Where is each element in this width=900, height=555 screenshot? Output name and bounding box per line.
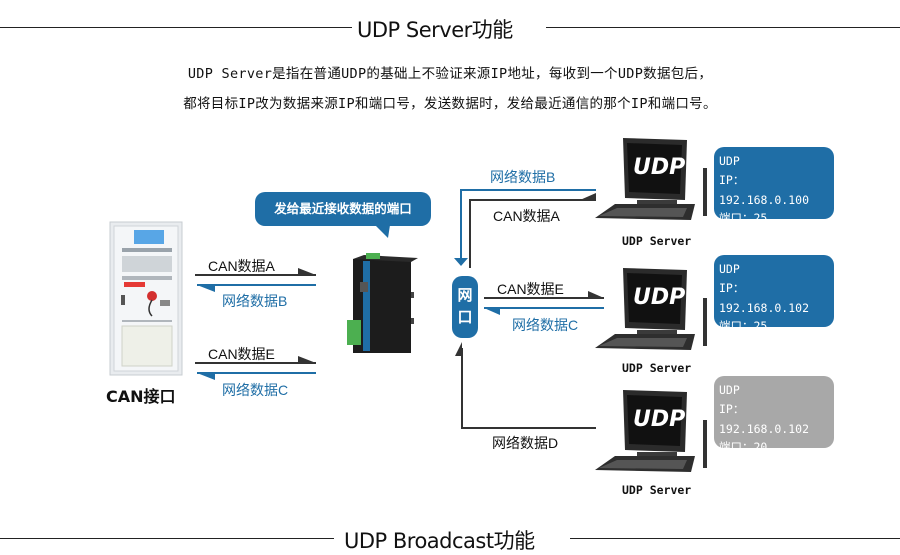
arrow-net-d-to-port — [455, 342, 596, 429]
description-line-1: UDP Server是指在普通UDP的基础上不验证来源IP地址，每收到一个UDP… — [187, 66, 713, 82]
server-1-caption: UDP Server — [622, 234, 692, 248]
arrow-can-e-to-converter — [195, 356, 316, 364]
flow-label-net-d-right: 网络数据D — [492, 435, 559, 451]
server-pc-2-icon — [595, 268, 707, 350]
server-1-ip: IP：192.168.0.100 — [719, 173, 810, 207]
header-rule-left — [0, 27, 352, 28]
network-port-badge: 网 口 — [452, 276, 478, 338]
footer-title: UDP Broadcast功能 — [344, 529, 535, 553]
server-1-info-box: UDP IP：192.168.0.100 端口：25 — [714, 147, 834, 225]
flow-label-net-b-left: 网络数据B — [222, 293, 288, 309]
flow-label-net-c-right: 网络数据C — [512, 317, 579, 333]
server-2-caption: UDP Server — [622, 361, 692, 375]
arrow-can-a-to-server — [469, 193, 596, 268]
arrow-net-b-to-port — [454, 189, 596, 266]
footer-rule-left — [0, 538, 334, 539]
server-2-screen-text: UDP — [633, 285, 686, 310]
page-title: UDP Server功能 — [357, 18, 513, 42]
server-3-screen-text: UDP — [633, 407, 686, 432]
server-2-info-box: UDP IP：192.168.0.102 端口：25 — [714, 255, 834, 333]
flow-label-net-b-right: 网络数据B — [490, 169, 556, 185]
server-2-protocol: UDP — [719, 262, 740, 276]
description-line-2: 都将目标IP改为数据来源IP和端口号，发送数据时，发给最近通信的那个IP和端口号… — [183, 96, 717, 112]
network-port-label-1: 网 — [457, 286, 473, 304]
server-2-ip: IP：192.168.0.102 — [719, 281, 810, 315]
flow-label-can-a-right: CAN数据A — [493, 208, 560, 224]
server-2-port: 端口：25 — [719, 319, 768, 333]
can-converter-device-icon — [347, 253, 418, 353]
flow-label-net-c-left: 网络数据C — [222, 382, 289, 398]
footer-rule-right — [570, 538, 900, 539]
can-cabinet-icon — [109, 221, 183, 376]
server-3-protocol: UDP — [719, 383, 740, 397]
arrow-can-e-to-server — [484, 291, 604, 299]
server-3-caption: UDP Server — [622, 483, 692, 497]
server-1-port: 端口：25 — [719, 211, 768, 225]
arrow-net-c-to-port — [484, 307, 604, 315]
can-interface-caption: CAN接口 — [106, 387, 176, 406]
flow-label-can-e-right: CAN数据E — [497, 281, 564, 297]
arrow-net-b-to-can — [197, 284, 316, 292]
server-3-port: 端口：20 — [719, 440, 768, 454]
header-rule-right — [546, 27, 900, 28]
arrow-can-a-to-converter — [195, 268, 316, 276]
server-pc-1-icon — [595, 138, 707, 220]
converter-callout-bubble: 发给最近接收数据的端口 — [255, 192, 431, 226]
server-1-protocol: UDP — [719, 154, 740, 168]
flow-label-can-a-left: CAN数据A — [208, 258, 275, 274]
server-pc-3-icon — [595, 390, 707, 472]
server-3-ip: IP：192.168.0.102 — [719, 402, 810, 436]
bubble-tail — [375, 225, 390, 238]
network-port-label-2: 口 — [457, 308, 473, 326]
server-1-screen-text: UDP — [633, 155, 686, 180]
arrow-net-c-to-can — [197, 372, 316, 380]
flow-label-can-e-left: CAN数据E — [208, 346, 275, 362]
server-3-info-box: UDP IP：192.168.0.102 端口：20 — [714, 376, 834, 454]
